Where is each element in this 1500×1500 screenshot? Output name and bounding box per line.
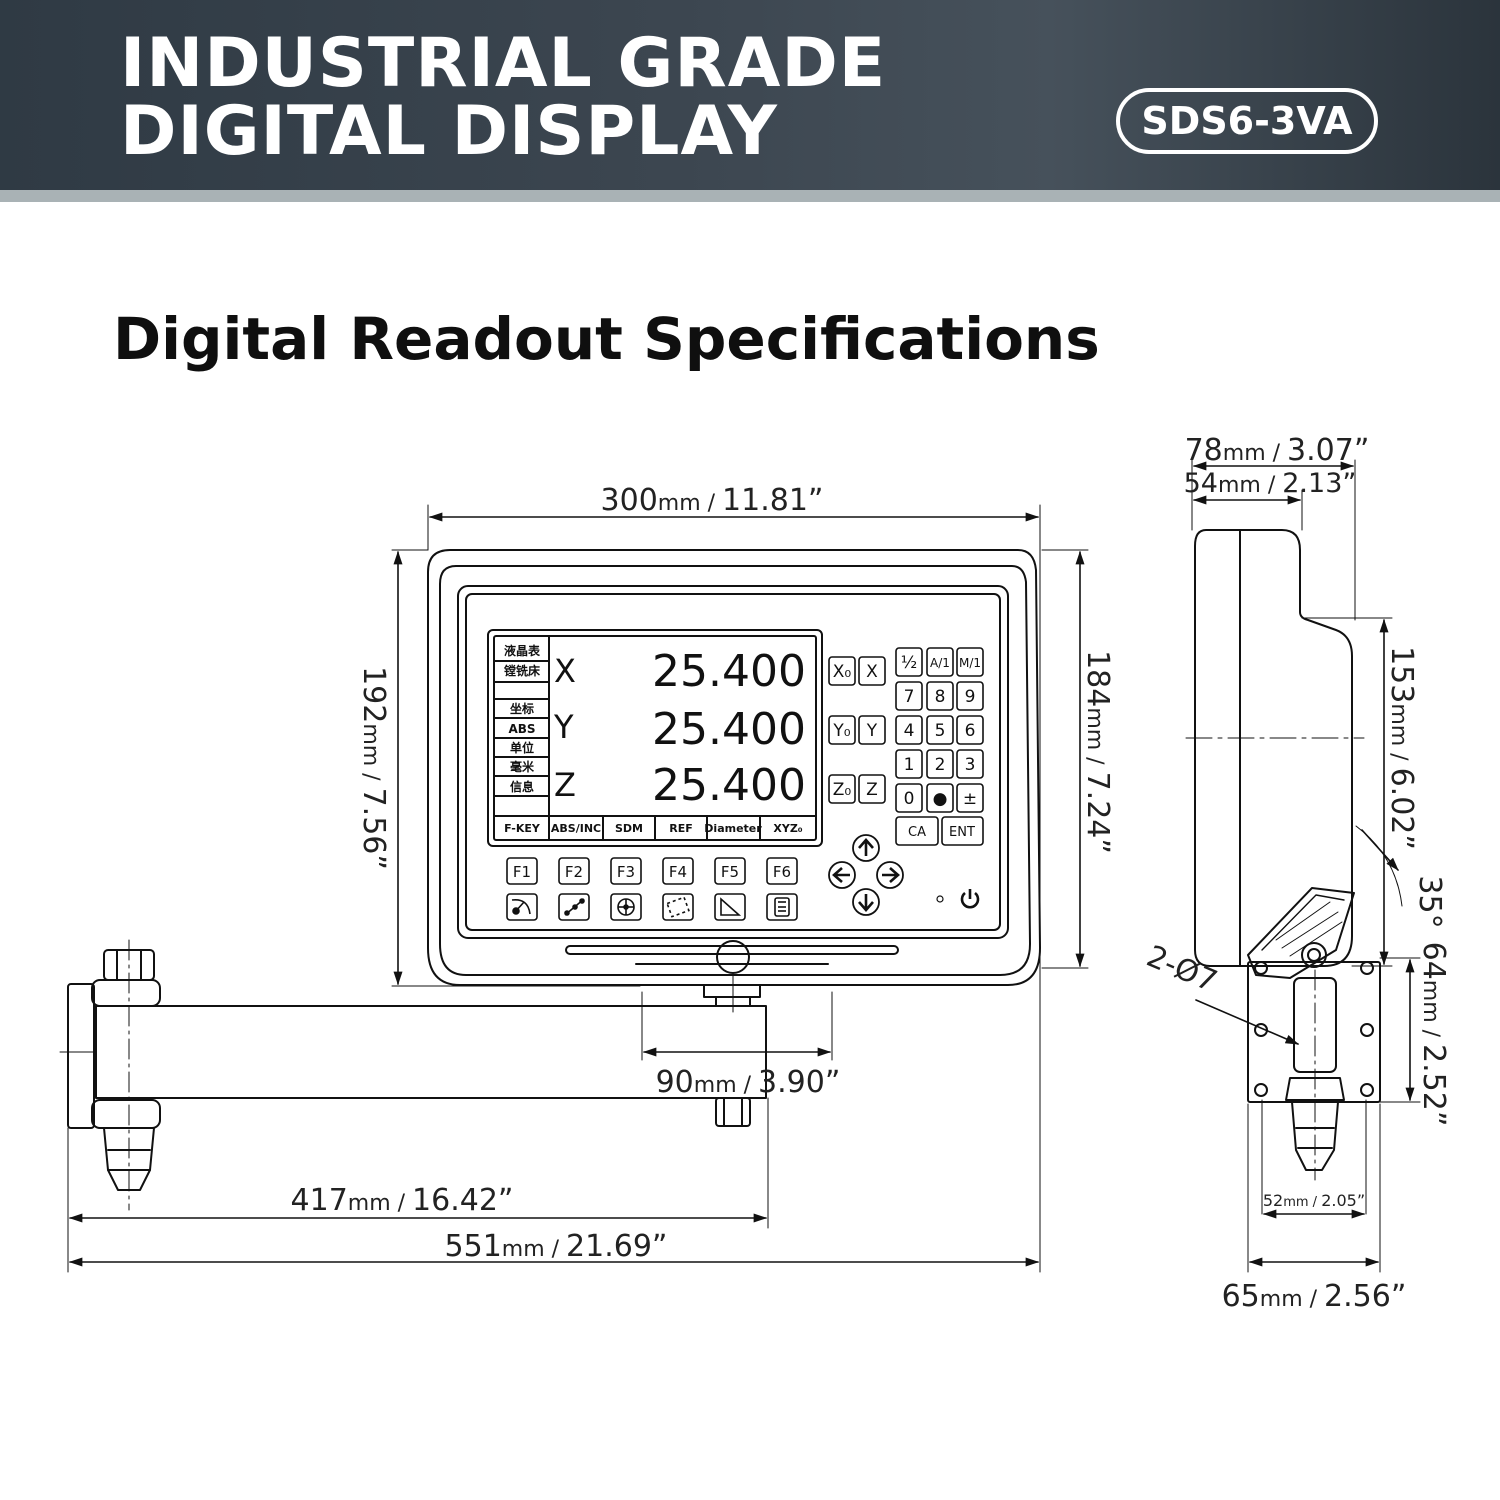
- banner-title-line1: INDUSTRIAL GRADE: [120, 24, 887, 103]
- ent-key: ENT: [949, 825, 975, 840]
- dim-mount-52: 52mm / 2.05”: [1263, 1191, 1365, 1210]
- axis-keys: X₀ X Y₀ Y Z₀ Z: [832, 662, 878, 800]
- dim-angle-35: 35°: [1412, 875, 1447, 928]
- lcd-screen: [487, 629, 823, 847]
- x-axis-key: X: [866, 662, 878, 682]
- key-dot: ●: [933, 789, 948, 809]
- half-key: ½: [901, 653, 917, 673]
- calculator-icon: [774, 897, 790, 917]
- a1-key: A/1: [930, 656, 950, 670]
- f1-key: F1: [513, 863, 531, 881]
- dro-housing: [427, 549, 1041, 986]
- x-zero-key: X₀: [833, 662, 852, 682]
- softkey-xyz0: XYZ₀: [773, 822, 802, 835]
- line-holes-icon: [564, 898, 585, 916]
- f3-key: F3: [617, 863, 635, 881]
- key-3: 3: [965, 755, 976, 775]
- ca-key: CA: [908, 825, 926, 840]
- dim-height-192: 192mm / 7.56”: [356, 666, 391, 870]
- header-banner: INDUSTRIAL GRADE DIGITAL DISPLAY SDS6-3V…: [0, 0, 1500, 190]
- slope-icon: [720, 897, 742, 916]
- y-axis-label: Y: [553, 708, 574, 746]
- banner-divider: [0, 190, 1500, 202]
- z-axis-label: Z: [554, 766, 576, 804]
- softkey-abs-inc: ABS/INC: [551, 822, 601, 835]
- dim-width-300: 300mm / 11.81”: [601, 483, 824, 518]
- key-5: 5: [935, 721, 946, 741]
- keypad-frames: [895, 647, 984, 846]
- banner-title-line2: DIGITAL DISPLAY: [120, 92, 778, 171]
- arrow-keys: [828, 834, 904, 916]
- m1-key: M/1: [959, 656, 981, 670]
- side-extension-lines: [1191, 459, 1421, 1273]
- dim-height-153: 153mm / 6.02”: [1384, 646, 1419, 850]
- key-8: 8: [935, 687, 946, 707]
- key-2: 2: [935, 755, 946, 775]
- function-keys: F1 F2 F3 F4 F5 F6: [513, 863, 791, 881]
- front-extension-lines: [67, 504, 1089, 1273]
- lcd-label: 坐标: [510, 701, 534, 716]
- dim-mount-64: 64mm / 2.52”: [1416, 942, 1451, 1127]
- key-0: 0: [904, 789, 915, 809]
- lcd-label: 镗铣床: [504, 663, 541, 678]
- dim-height-184: 184mm / 7.24”: [1080, 650, 1115, 854]
- page-heading: Digital Readout Specifications: [113, 305, 1100, 373]
- arrow-down-icon: [852, 888, 880, 916]
- z-zero-key: Z₀: [833, 780, 852, 800]
- z-axis-value: 25.400: [652, 760, 806, 811]
- y-axis-key: Y: [866, 721, 878, 741]
- dim-holes: 2-Ø7: [1141, 939, 1222, 1000]
- f4-key: F4: [669, 863, 687, 881]
- key-plus-minus: ±: [963, 789, 977, 809]
- grid-holes-icon: [666, 896, 690, 918]
- z-axis-key: Z: [866, 780, 878, 800]
- power-icon: [936, 889, 980, 909]
- side-view: [1185, 529, 1381, 1181]
- arc-icon: [511, 898, 531, 915]
- lcd-label: ABS: [508, 722, 535, 736]
- key-4: 4: [904, 721, 915, 741]
- f6-key: F6: [773, 863, 791, 881]
- arrow-up-icon: [852, 834, 880, 862]
- dim-depth-78: 78mm / 3.07”: [1185, 433, 1370, 468]
- x-axis-label: X: [554, 652, 576, 690]
- axis-key-frames: [828, 656, 886, 804]
- y-axis-value: 25.400: [652, 704, 806, 755]
- x-axis-value: 25.400: [652, 646, 806, 697]
- dim-arm-90: 90mm / 3.90”: [656, 1065, 841, 1100]
- mounting-arm: [59, 939, 767, 1211]
- lcd-label: 信息: [510, 779, 534, 794]
- key-9: 9: [965, 687, 976, 707]
- dim-arm-417: 417mm / 16.42”: [291, 1183, 514, 1218]
- f2-key: F2: [565, 863, 583, 881]
- arrow-left-icon: [828, 861, 856, 889]
- numeric-keypad: ½ A/1 M/1 7 8 9 4 5 6 1 2 3 0 ● ± CA ENT: [901, 653, 981, 840]
- softkey-diameter: Diameter: [704, 822, 762, 835]
- softkey-fkey: F-KEY: [504, 822, 541, 835]
- lcd-label: 毫米: [510, 759, 535, 774]
- lcd-softkeys: F-KEY ABS/INC SDM REF Diameter XYZ₀: [504, 822, 803, 835]
- dim-depth-54: 54mm / 2.13”: [1184, 468, 1357, 499]
- bolt-circle-icon: [617, 898, 635, 916]
- softkey-ref: REF: [669, 822, 693, 835]
- dim-total-551: 551mm / 21.69”: [445, 1229, 668, 1264]
- softkey-sdm: SDM: [615, 822, 643, 835]
- arrow-right-icon: [876, 861, 904, 889]
- dimension-lines: [68, 461, 1415, 1267]
- lcd-side-labels: 液晶表 镗铣床 坐标 ABS 单位 毫米 信息: [504, 643, 541, 794]
- y-zero-key: Y₀: [832, 721, 850, 741]
- function-key-frames: [506, 857, 798, 921]
- key-1: 1: [904, 755, 915, 775]
- key-7: 7: [904, 687, 915, 707]
- lcd-label: 液晶表: [504, 643, 541, 658]
- dim-mount-65: 65mm / 2.56”: [1222, 1279, 1407, 1314]
- lcd-axis-readouts: X Y Z 25.400 25.400 25.400: [553, 646, 806, 811]
- key-6: 6: [965, 721, 976, 741]
- model-badge: SDS6-3VA: [1116, 88, 1378, 154]
- f5-key: F5: [721, 863, 739, 881]
- lcd-label: 单位: [510, 740, 534, 755]
